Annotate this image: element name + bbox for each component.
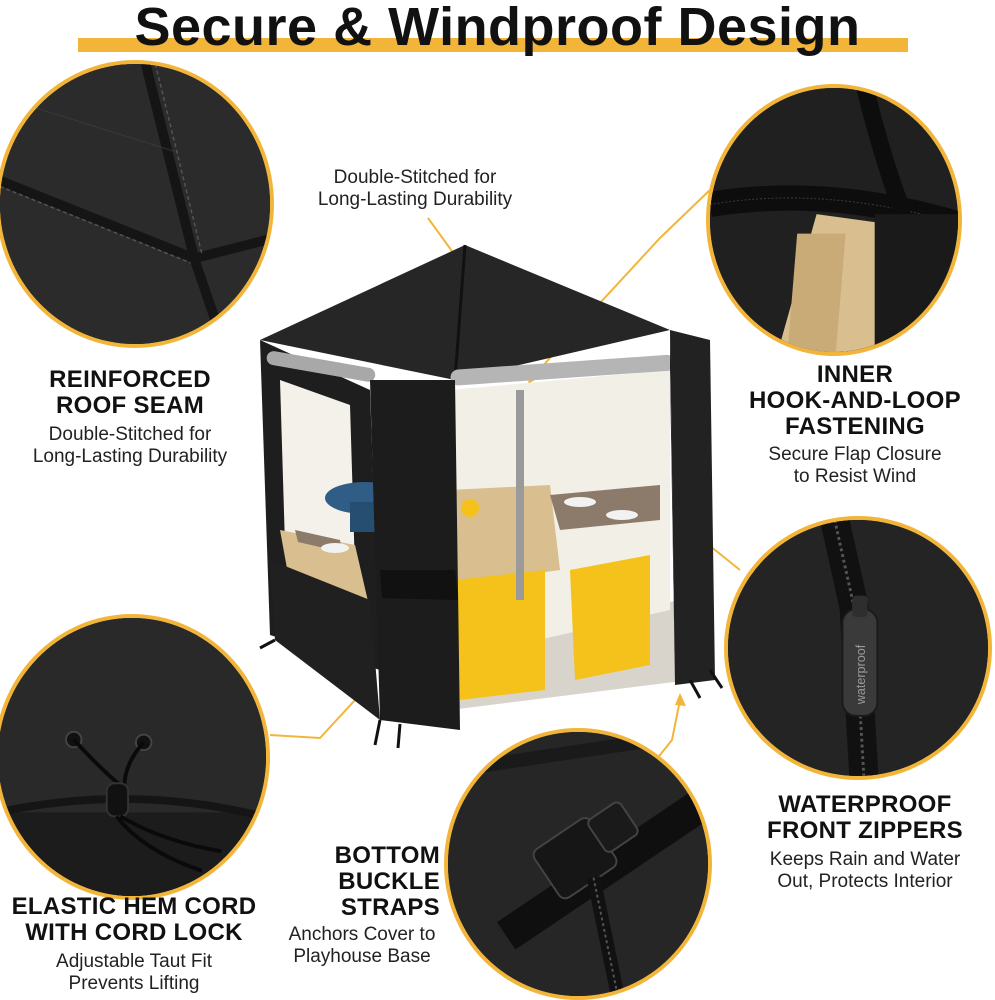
hook-loop-caption: Secure Flap Closure to Resist Wind — [720, 444, 990, 488]
hook-loop-heading: INNER HOOK-AND-LOOP FASTENING — [720, 362, 990, 440]
zippers-heading-line-1: WATERPROOF — [778, 791, 952, 818]
roof-seam-caption-line-2: Long-Lasting Durability — [32, 446, 228, 467]
buckle-detail-circle — [444, 728, 712, 1000]
hem-cord-caption-line-2: Prevents Lifting — [68, 973, 200, 994]
buckle-heading-line-2: BUCKLE — [338, 868, 440, 895]
hook-loop-heading-line-1: INNER — [816, 361, 894, 388]
buckle-caption-line-1: Anchors Cover to — [288, 924, 436, 945]
zipper-pull-text: waterproof — [854, 644, 868, 705]
hook-loop-image — [710, 88, 958, 352]
buckle-heading-line-3: STRAPS — [340, 894, 440, 921]
top-note-line-1: Double-Stitched for — [333, 167, 497, 188]
playhouse-cover-product-image — [259, 244, 724, 749]
roof-seam-detail-circle — [0, 60, 274, 348]
front-right-panel — [670, 330, 715, 685]
roof-seam-heading-line-2: ROOF SEAM — [55, 392, 205, 419]
hook-loop-heading-line-2: HOOK-AND-LOOP — [749, 387, 961, 414]
hem-cord-detail-circle — [0, 614, 270, 900]
roof-seam-heading: REINFORCED ROOF SEAM — [0, 367, 260, 419]
top-note-line-2: Long-Lasting Durability — [317, 189, 513, 210]
hem-cord-caption: Adjustable Taut Fit Prevents Lifting — [0, 951, 268, 995]
hem-cord-image — [0, 618, 266, 896]
zippers-heading-line-2: FRONT ZIPPERS — [767, 817, 963, 844]
buckle-caption: Anchors Cover to Playhouse Base — [262, 924, 462, 968]
roof-seam-heading-line-1: REINFORCED — [49, 366, 211, 393]
buckle-heading: BOTTOM BUCKLE STRAPS — [280, 843, 440, 921]
buckle-image — [448, 732, 708, 996]
title-underline-highlight — [78, 38, 908, 52]
cover-roof — [260, 245, 670, 380]
hem-cord-heading: ELASTIC HEM CORD WITH CORD LOCK — [0, 894, 268, 946]
hem-cord-heading-line-2: WITH CORD LOCK — [25, 919, 243, 946]
roof-seam-caption-line-1: Double-Stitched for — [48, 424, 212, 445]
left-side-panel — [270, 560, 380, 720]
hem-cord-caption-line-1: Adjustable Taut Fit — [56, 951, 212, 972]
hook-loop-caption-line-1: Secure Flap Closure — [768, 444, 942, 465]
zipper-image: waterproof — [728, 520, 988, 776]
top-note: Double-Stitched for Long-Lasting Durabil… — [270, 167, 560, 211]
buckle-caption-line-2: Playhouse Base — [293, 946, 431, 967]
hook-loop-detail-circle — [706, 84, 962, 356]
hook-loop-heading-line-3: FASTENING — [784, 413, 926, 440]
page-title: Secure & Windproof Design — [134, 0, 861, 57]
rolled-flap-left — [266, 351, 376, 382]
title-area: Secure & Windproof Design — [0, 0, 995, 60]
roof-seam-image — [0, 64, 270, 344]
hook-loop-caption-line-2: to Resist Wind — [793, 466, 917, 487]
roof-seam-caption: Double-Stitched for Long-Lasting Durabil… — [0, 424, 260, 468]
zippers-caption: Keeps Rain and Water Out, Protects Inter… — [735, 849, 995, 893]
left-window-opening — [280, 380, 355, 570]
buckle-heading-line-1: BOTTOM — [334, 842, 440, 869]
zippers-heading: WATERPROOF FRONT ZIPPERS — [735, 792, 995, 844]
front-left-panel — [370, 380, 460, 730]
zippers-caption-line-2: Out, Protects Interior — [777, 871, 953, 892]
zipper-detail-circle: waterproof — [724, 516, 992, 780]
hem-cord-heading-line-1: ELASTIC HEM CORD — [11, 893, 257, 920]
zippers-caption-line-1: Keeps Rain and Water — [769, 849, 961, 870]
rolled-flap-front — [450, 354, 676, 386]
